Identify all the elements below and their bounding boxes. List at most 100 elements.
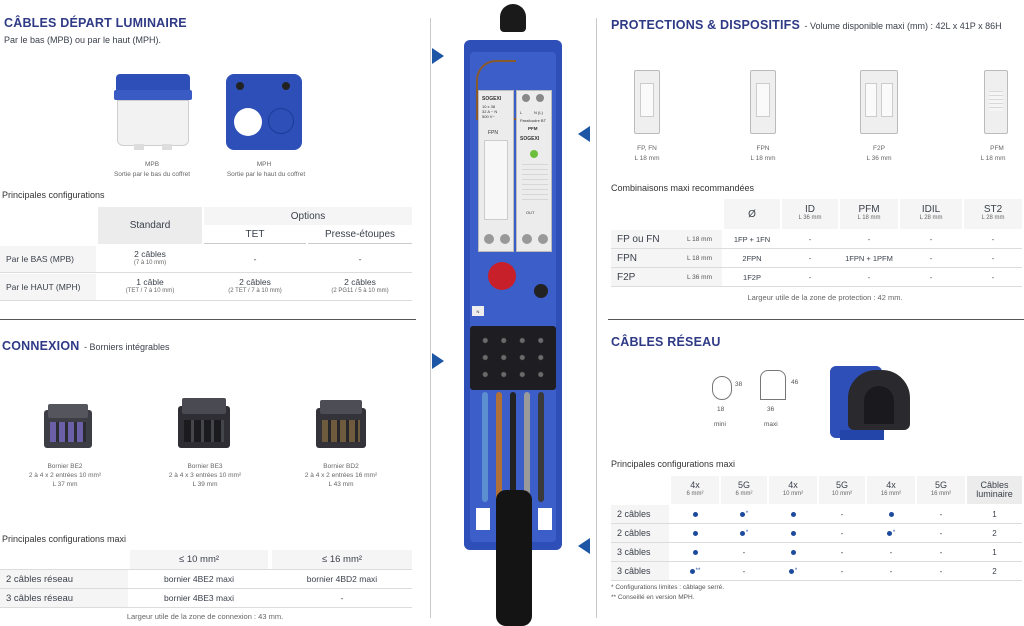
maxi-height: 46 (791, 379, 799, 386)
cell-3-cables-10: bornier 4BE3 maxi (164, 592, 234, 603)
device-fpn-name: FPN (756, 145, 770, 152)
reseau-cell-1-3: - (840, 528, 844, 538)
combo-header-0: Ø (724, 199, 780, 229)
reseau-header-6: Câbles luminaire (967, 476, 1022, 504)
cables-depart-subtitle: Par le bas (MPB) ou par le haut (MPH). (4, 35, 162, 45)
mini-width: 18 (717, 406, 725, 413)
connexion-subtitle: - Borniers intégrables (83, 342, 170, 352)
device-pfm-name: PFM (990, 145, 1004, 152)
cables-depart-title: CÂBLES DÉPART LUMINAIRE (4, 16, 187, 30)
reseau-row-1-label: 2 câbles (611, 524, 669, 542)
cell-2-cables-16: bornier 4BD2 maxi (306, 573, 378, 584)
device-marker-n: N (L) (534, 110, 543, 115)
mini-height: 38 (735, 381, 743, 388)
row-label-mph: Par le HAUT (MPH) (0, 274, 96, 300)
device-pfm-image (984, 70, 1008, 134)
combo-0-0: 1FP + 1FN (733, 234, 771, 244)
reseau-row-0-label: 2 câbles (611, 505, 669, 523)
reseau-row-2-label: 3 câbles (611, 543, 669, 561)
header-standard: Standard (98, 207, 202, 244)
mini-label: mini (714, 421, 726, 428)
header-10mm: ≤ 10 mm² (130, 550, 268, 569)
header-16mm: ≤ 16 mm² (272, 550, 412, 569)
reseau-cell-1-2 (769, 524, 817, 542)
device-fp-fn-size: L 18 mm (634, 155, 660, 162)
bornier-be3-line2: L 39 mm (192, 481, 218, 488)
mpb-box-image (114, 74, 192, 152)
cables-reseau-configs-title: Principales configurations maxi (611, 459, 736, 469)
cell-mph-tet: 2 câbles(2 TET / 7 à 10 mm) (228, 277, 282, 295)
status-led-icon (530, 150, 538, 158)
row-label-mpb: Par le BAS (MPB) (0, 246, 96, 272)
config-dot-icon (790, 511, 796, 517)
reseau-cell-2-6: 1 (992, 547, 997, 557)
reseau-cell-1-6: 2 (992, 528, 997, 538)
coffret-device-image: SOGEXI 10 x 38 32 A ~ N 500 V~ FPN L N (… (462, 0, 566, 626)
cell-mpb-presse: - (358, 253, 362, 264)
device-fp-fn-name: FP, FN (637, 145, 657, 152)
bornier-be2-image (44, 404, 92, 448)
reseau-cell-0-2 (769, 505, 817, 523)
device-f2p-size: L 36 mm (866, 155, 892, 162)
reseau-cell-1-1: * (721, 524, 767, 542)
cell-mph-standard: 1 câble(TET / 7 à 10 mm) (125, 277, 175, 295)
reseau-cell-3-1: - (742, 566, 746, 576)
maxi-width: 36 (767, 406, 775, 413)
device-fp-fn-image (634, 70, 660, 134)
combo-2-3: - (929, 272, 933, 282)
protections-subtitle: - Volume disponible maxi (mm) : 42L x 41… (804, 21, 1002, 31)
reseau-cell-0-3: - (840, 509, 844, 519)
cell-mph-presse: 2 câbles(2 PG11 / 5 à 10 mm) (331, 277, 389, 295)
device-pfm: PFM (528, 126, 538, 131)
bornier-be2-line1: 2 à 4 x 2 entrées 10 mm² (28, 472, 102, 479)
mph-caption: Sortie par le haut du coffret (226, 171, 306, 178)
reseau-cell-3-4: - (889, 566, 893, 576)
combo-2-1: - (808, 272, 812, 282)
reseau-row-3-label: 3 câbles (611, 562, 669, 580)
protections-footnote: Largeur utile de la zone de protection :… (747, 293, 903, 302)
maxi-label: maxi (764, 421, 778, 428)
config-dot-icon (739, 530, 745, 536)
device-pfm-line: Parafoudre BT (520, 118, 547, 123)
device-tag-n: N (472, 306, 484, 316)
bornier-be2-name: Bornier BE2 (47, 463, 83, 470)
cell-mpb-tet: - (253, 253, 257, 264)
device-f2p-image (860, 70, 898, 134)
reseau-cell-3-3: - (840, 566, 844, 576)
combo-1-0: 2FPN (742, 253, 762, 263)
reseau-cell-0-6: 1 (992, 509, 997, 519)
combo-1-3: - (929, 253, 933, 263)
reseau-cell-2-5: - (939, 547, 943, 557)
combo-1-1: - (808, 253, 812, 263)
bornier-be3-image (178, 398, 230, 448)
arrow-left-protections-icon (578, 126, 590, 142)
config-dot-icon (790, 549, 796, 555)
mpb-caption: Sortie par le bas du coffret (113, 171, 191, 178)
combo-1-2: 1FPN + 1PFM (845, 253, 893, 263)
config-dot-icon (692, 530, 698, 536)
header-options: Options (204, 207, 412, 225)
connexion-footnote: Largeur utile de la zone de connexion : … (126, 612, 284, 621)
reseau-cell-0-5: - (939, 509, 943, 519)
cable-maxi-sketch (760, 370, 786, 400)
reseau-cell-3-6: 2 (992, 566, 997, 576)
config-dot-icon (790, 530, 796, 536)
header-tet: TET (204, 226, 306, 244)
cables-reseau-title: CÂBLES RÉSEAU (611, 335, 721, 349)
reseau-cell-0-0 (671, 505, 719, 523)
connexion-heading: CONNEXION - Borniers intégrables (2, 337, 170, 355)
reseau-cell-3-5: - (939, 566, 943, 576)
combo-2-4: - (991, 272, 995, 282)
combo-2-2: - (867, 272, 871, 282)
cable-mini-sketch (712, 376, 732, 400)
device-f2p-name: F2P (873, 145, 885, 152)
